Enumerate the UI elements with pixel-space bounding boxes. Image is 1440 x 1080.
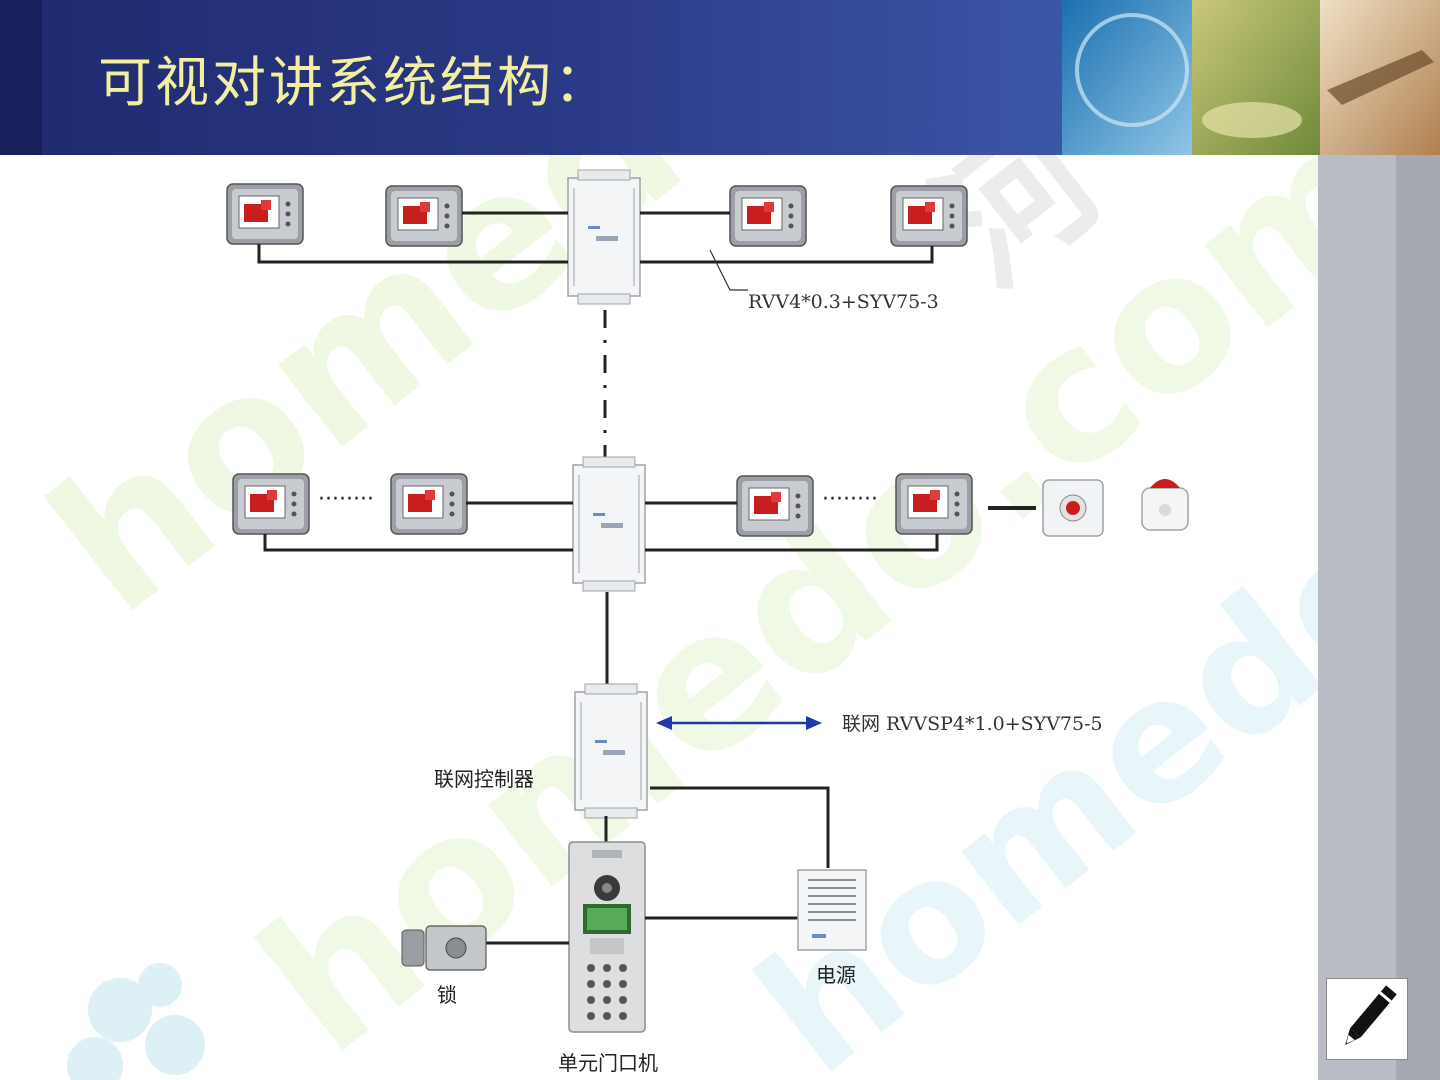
more-monitors-dots: ········ <box>318 487 374 512</box>
right-side-bar-edge <box>1396 155 1440 1080</box>
floor-group-top: RVV4*0.3+SYV75-3 <box>226 169 968 313</box>
floor-distributor[interactable] <box>567 169 641 305</box>
indoor-monitor[interactable] <box>226 183 304 245</box>
indoor-monitor[interactable] <box>729 185 807 247</box>
header-accent-strip <box>0 0 42 155</box>
indoor-monitor[interactable] <box>232 473 310 535</box>
connection-line <box>650 786 830 868</box>
header-photo-collage <box>1062 0 1440 155</box>
emergency-button-device[interactable] <box>1042 479 1104 537</box>
indoor-monitor[interactable] <box>890 185 968 247</box>
door-station-label: 单元门口机 <box>558 1051 658 1075</box>
slide-title: 可视对讲系统结构： <box>98 51 611 114</box>
alarm-detector-device[interactable] <box>1141 479 1189 531</box>
network-cable-label: 联网 RVVSP4*1.0+SYV75-5 <box>842 713 1103 735</box>
floor-group-middle: ········ ········ <box>232 456 1189 592</box>
pencil-icon <box>1345 985 1397 1046</box>
header-bar: 可视对讲系统结构： <box>0 0 1440 155</box>
indoor-monitor[interactable] <box>895 473 973 535</box>
indoor-monitor[interactable] <box>736 475 814 537</box>
network-controller-label: 联网控制器 <box>434 767 534 791</box>
network-link-arrow <box>656 716 822 730</box>
more-monitors-dots: ········ <box>822 487 878 512</box>
connection-line <box>640 246 934 264</box>
connection-line <box>645 534 939 552</box>
power-label: 电源 <box>816 963 856 987</box>
indoor-monitor[interactable] <box>390 473 468 535</box>
lock-label: 锁 <box>437 983 457 1007</box>
unit-door-station[interactable] <box>568 841 646 1033</box>
connection-line <box>257 244 568 264</box>
connection-line <box>263 534 573 552</box>
cable-label-floor: RVV4*0.3+SYV75-3 <box>748 291 939 313</box>
electric-lock[interactable] <box>401 925 487 971</box>
edit-button[interactable] <box>1326 978 1408 1060</box>
intercom-system-diagram: RVV4*0.3+SYV75-3 ········ ········ <box>226 169 1189 1075</box>
indoor-monitor[interactable] <box>385 185 463 247</box>
network-controller[interactable] <box>574 683 648 819</box>
power-supply[interactable] <box>797 869 867 951</box>
cable-leader-line <box>709 249 748 291</box>
floor-distributor[interactable] <box>572 456 646 592</box>
